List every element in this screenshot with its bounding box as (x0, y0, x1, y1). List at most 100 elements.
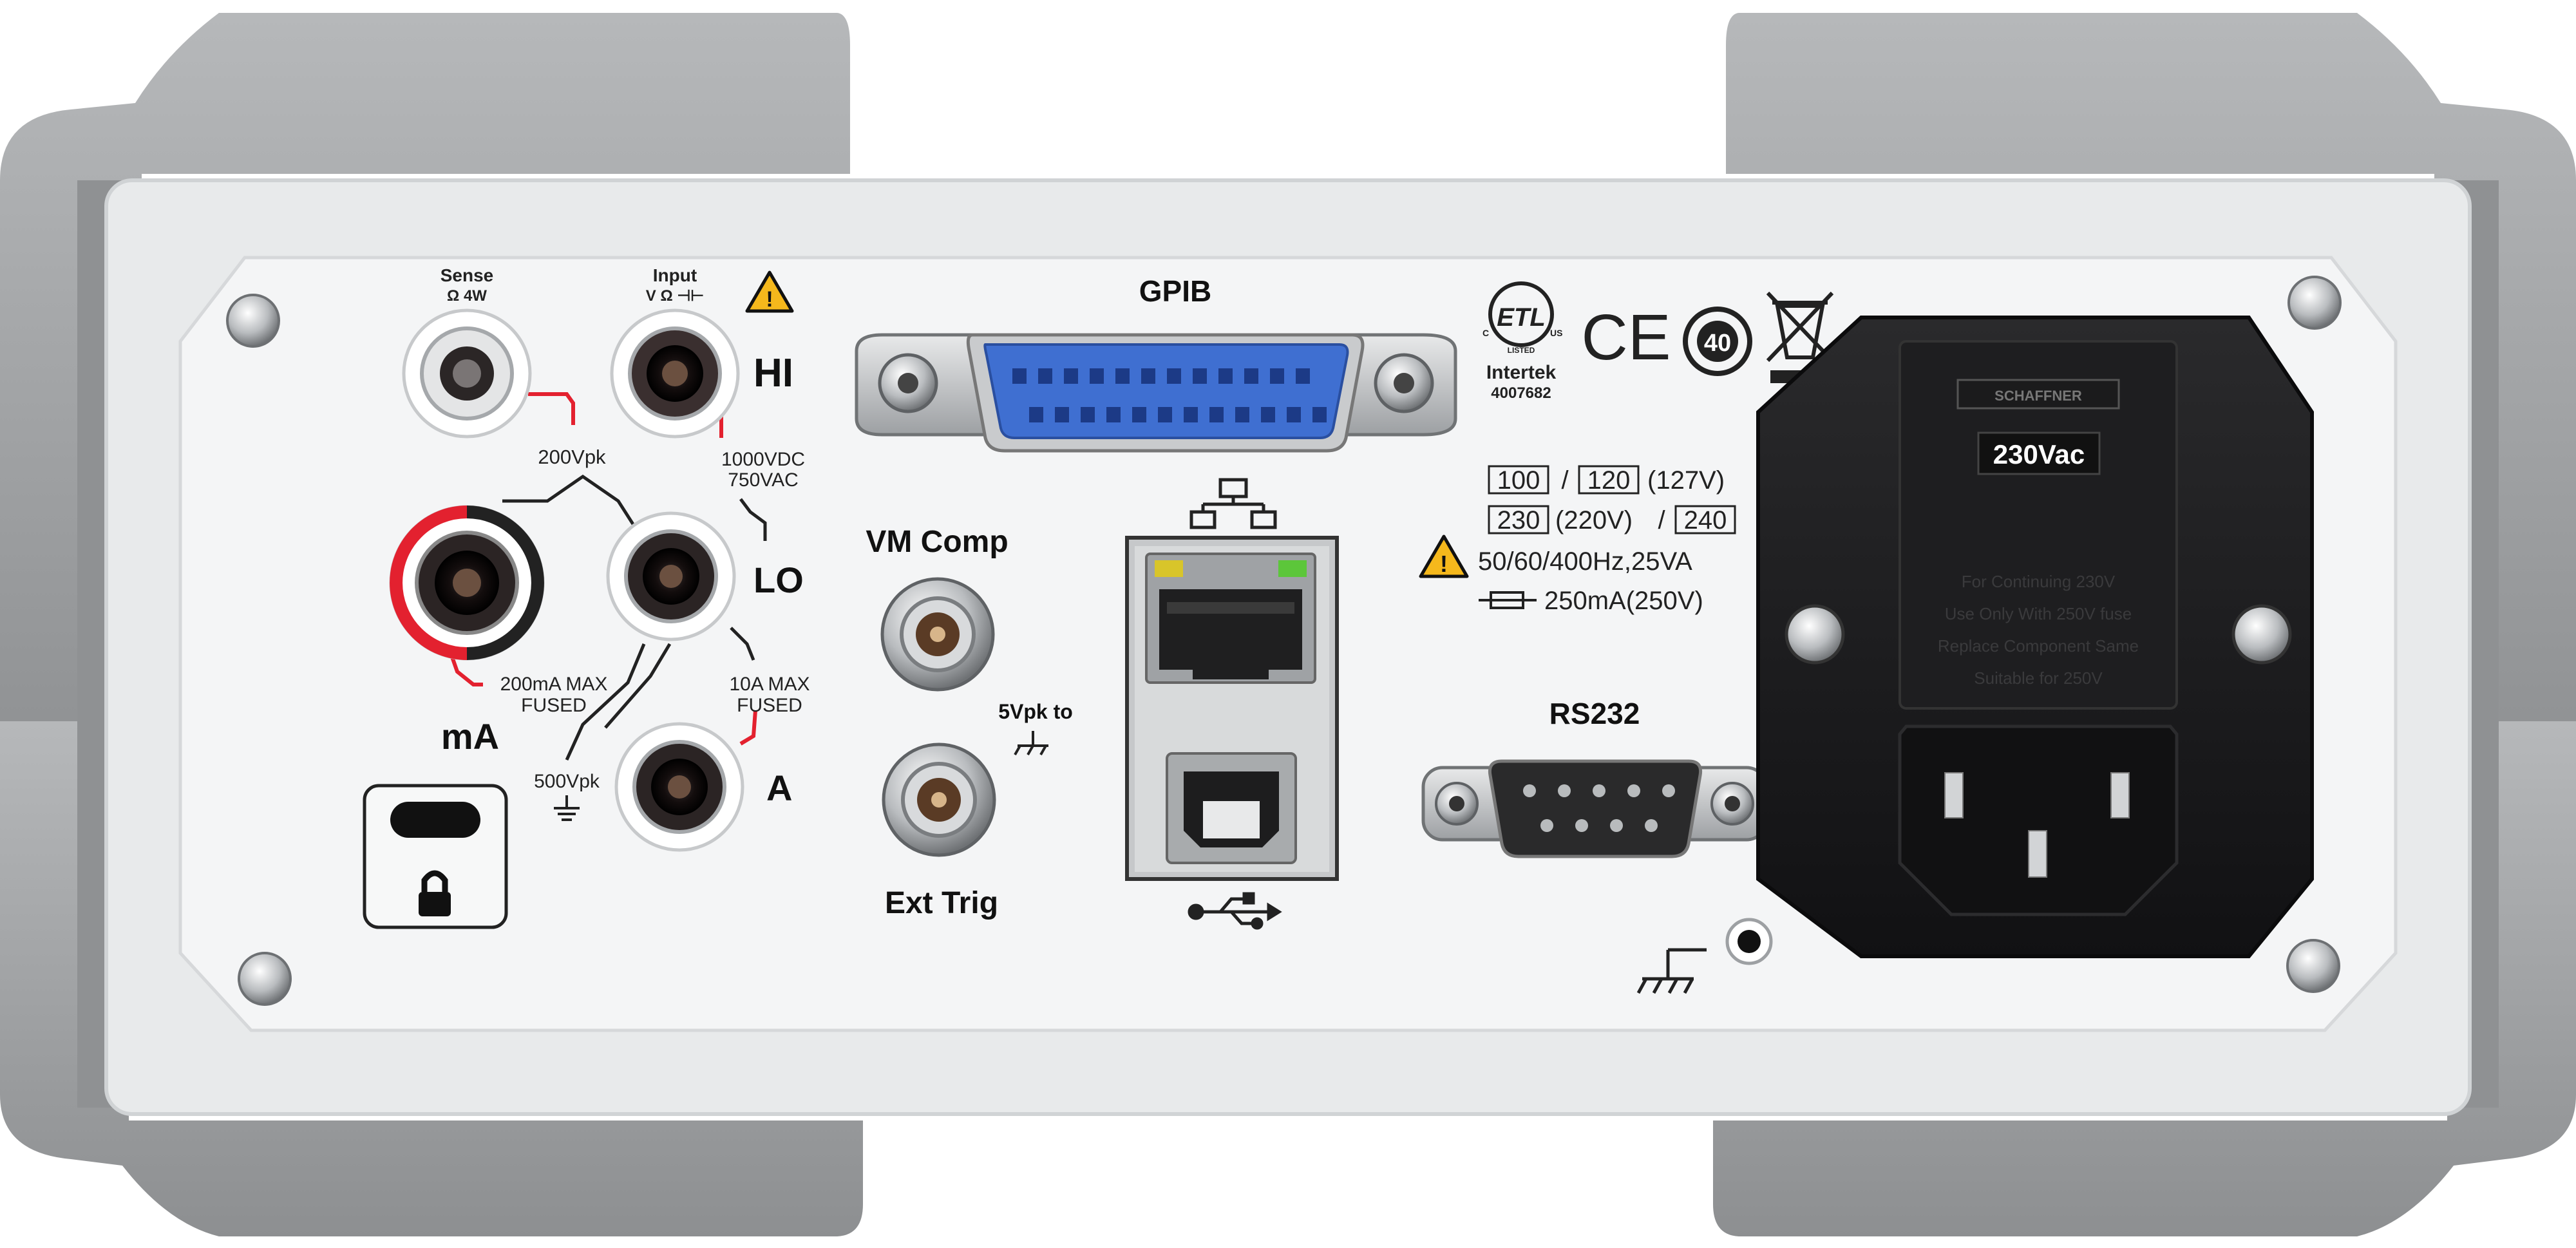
warning-mark: ! (766, 287, 773, 312)
gpib-pin (1158, 407, 1172, 422)
v100-box (1488, 465, 1549, 495)
rs232-label: RS232 (1549, 697, 1640, 730)
red-wire (528, 392, 575, 425)
sense-sub: Ω 4W (447, 287, 487, 305)
v220-text: (220V) (1555, 506, 1633, 534)
db9-pin (1575, 819, 1588, 832)
db9-pin (1558, 784, 1571, 797)
gpib-pin (1038, 368, 1052, 384)
a-label: A (766, 768, 792, 808)
panel-screws (226, 276, 2342, 1006)
v100-text: 100 (1497, 466, 1540, 495)
fuse-warning-line4: Suitable for 250V (1974, 668, 2103, 688)
v1000-line1: 1000VDC (721, 449, 805, 470)
lo-label: LO (753, 560, 804, 600)
db9-pin (1662, 784, 1675, 797)
lan-usb-block (1125, 478, 1339, 930)
screw-icon (2286, 939, 2340, 993)
v120-text: 120 (1587, 466, 1631, 495)
fuse-a-line2: FUSED (737, 695, 802, 716)
black-wire (502, 474, 639, 533)
gpib-pin (1184, 407, 1198, 422)
fuse-symbol-icon (1479, 591, 1537, 609)
svg-text:C: C (1482, 328, 1489, 338)
gpib-label: GPIB (1139, 274, 1211, 308)
db9-pin (1627, 784, 1640, 797)
ext-trig-label: Ext Trig (885, 886, 998, 920)
v230-box (1488, 505, 1549, 534)
gpib-pins (1012, 368, 1327, 422)
protective-ground-terminal (1636, 918, 1773, 994)
module-screw-left (1785, 604, 1845, 665)
voltage-badge-text: 230Vac (1993, 439, 2085, 469)
intertek-label: Intertek (1486, 362, 1557, 383)
v230-text: 230 (1497, 506, 1540, 534)
gpib-pin (1193, 368, 1207, 384)
input-sub: V Ω ⊣⊢ (646, 287, 704, 305)
gpib-pin (1270, 368, 1284, 384)
gpib-pin (1081, 407, 1095, 422)
v1000-line2: 750VAC (728, 469, 799, 491)
usb-icon (1188, 892, 1282, 930)
certification-marks: ETL C US LISTED Intertek 4007682 CE 40 (1482, 281, 1834, 402)
gpib-pin (1106, 407, 1121, 422)
svg-text:!: ! (1440, 551, 1448, 577)
ethernet-port[interactable] (1145, 553, 1316, 684)
module-screw-right (2231, 604, 2292, 665)
network-icon (1189, 478, 1277, 529)
security-lock-slot (363, 784, 508, 929)
ground-symbol-icon (554, 795, 580, 821)
gpib-pin (1209, 407, 1224, 422)
fuse-rating-text: 250mA(250V) (1544, 587, 1703, 615)
gpib-connector[interactable]: GPIB (855, 274, 1457, 453)
hi-label: HI (753, 351, 793, 395)
db9-pin (1610, 819, 1623, 832)
fuse-warning-line1: For Continuing 230V (1962, 572, 2116, 591)
lo-jack[interactable] (606, 511, 736, 641)
sep2-text: / (1658, 506, 1665, 534)
vm-comp-bnc-connector[interactable] (880, 577, 995, 692)
lock-shackle-icon (421, 870, 448, 892)
fuse-drawer[interactable] (1899, 340, 2178, 710)
black-wire (604, 643, 672, 729)
fuse-warning-line2: Use Only With 250V fuse (1945, 604, 2132, 623)
power-rating: 100 / 120 (127V) 230 (220V) / 240 ! 50/6… (1419, 465, 1736, 615)
ma-label: mA (441, 716, 499, 757)
ext-trig-bnc-connector[interactable] (882, 742, 996, 857)
v500-label: 500Vpk (534, 771, 600, 792)
warning-triangle-icon (745, 270, 794, 313)
svg-text:LISTED: LISTED (1508, 346, 1535, 355)
gpib-pin (1012, 368, 1027, 384)
environment-protection-icon: 40 (1683, 307, 1752, 376)
gpib-pin (1244, 368, 1258, 384)
sense-title: Sense (440, 265, 494, 285)
input-hi-jack[interactable] (610, 308, 740, 439)
usb-b-port[interactable] (1166, 752, 1297, 864)
sense-hi-jack[interactable] (402, 308, 532, 439)
ma-jack[interactable] (389, 505, 545, 661)
v5pk-label: 5Vpk to (998, 700, 1073, 723)
gpib-pin (1167, 368, 1181, 384)
gpib-pin (1141, 368, 1155, 384)
db9-pins (1523, 784, 1675, 832)
svg-text:US: US (1550, 328, 1562, 338)
svg-text:ETL: ETL (1497, 303, 1546, 332)
screw-icon (238, 952, 292, 1006)
vm-comp-label: VM Comp (866, 525, 1008, 559)
v127-text: (127V) (1647, 466, 1725, 495)
v240-box (1674, 505, 1736, 534)
terminal-section: Sense Ω 4W Input V Ω ⊣⊢ ! (389, 265, 810, 852)
screw-icon (2287, 276, 2342, 330)
a-jack[interactable] (614, 722, 744, 852)
frequency-text: 50/60/400Hz,25VA (1478, 547, 1692, 576)
gpib-pin (1287, 407, 1301, 422)
black-wire (739, 498, 767, 541)
db9-pin (1593, 784, 1605, 797)
intertek-number: 4007682 (1491, 384, 1551, 402)
bnc-section: VM Comp 5Vpk to Ext Trig (866, 525, 1072, 920)
gpib-pin (1029, 407, 1043, 422)
iec-power-socket[interactable] (1898, 724, 2179, 916)
ce-mark-icon: CE (1582, 301, 1671, 373)
brand-text: SCHAFFNER (1994, 388, 2082, 404)
